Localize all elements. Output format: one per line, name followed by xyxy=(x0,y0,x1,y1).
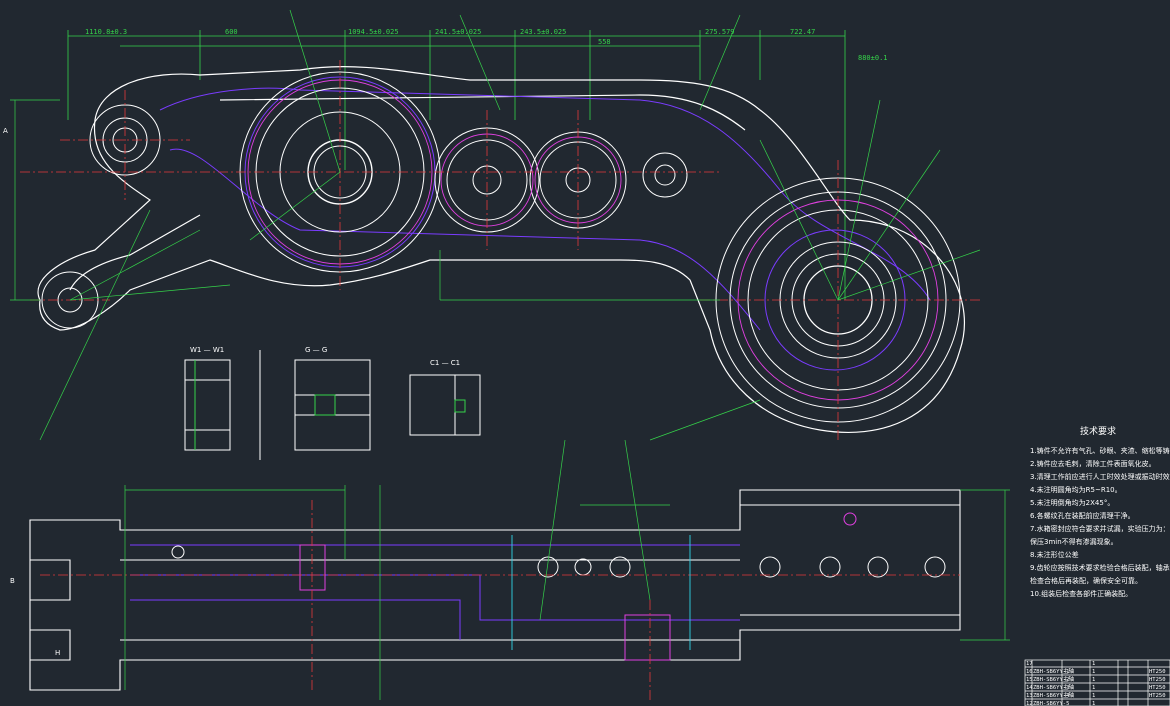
notes-title: 技术要求 xyxy=(1080,425,1116,437)
parts-list-cell: 1 xyxy=(1092,701,1095,706)
parts-list-cell: 主轴 xyxy=(1063,675,1075,683)
note-item: 6.各螺纹孔在装配前应清理干净。 xyxy=(1030,511,1135,520)
parts-list-cell: 12 xyxy=(1026,701,1033,706)
parts-list-cell: 14 xyxy=(1026,685,1033,691)
parts-list-cell: HT250 xyxy=(1149,677,1166,683)
side-view-dimensions xyxy=(124,439,1010,700)
note-item: 5.未注明倒角均为2X45°。 xyxy=(1030,498,1114,507)
dim-text: 880±0.1 xyxy=(858,54,888,62)
housing-top-view xyxy=(37,66,965,433)
leader-lines xyxy=(10,9,981,441)
side-view-holes xyxy=(171,512,946,578)
detail-view-c xyxy=(409,374,481,436)
detail-view-g xyxy=(259,350,371,460)
parts-list-cell: ZBH-SB6YY-3 xyxy=(1033,685,1069,691)
center-lines xyxy=(20,60,980,440)
parts-list-cell: 1 xyxy=(1092,661,1095,667)
note-item: 10.组装后检查各部件正确装配。 xyxy=(1030,589,1132,598)
note-item: 3.清理工作前应进行人工时效处理或振动时效消除应力。 xyxy=(1030,472,1170,481)
section-marker-h: H xyxy=(55,649,60,657)
parts-list-cell: 1 xyxy=(1092,677,1095,683)
note-item: 9.齿轮应按照技术要求检验合格后装配，轴承等24套配合须 xyxy=(1030,563,1170,572)
section-label-w1: W1 — W1 xyxy=(190,346,224,354)
dim-text: 1110.8±0.3 xyxy=(85,28,127,36)
section-label-c: C1 — C1 xyxy=(430,359,460,367)
detail-view-w1 xyxy=(184,359,231,451)
note-item: 1.铸件不允许有气孔、砂眼、夹渣、缩松等铸造缺陷。 xyxy=(1030,446,1170,455)
housing-side-view xyxy=(29,489,961,691)
parts-list-cell: 17 xyxy=(1026,661,1033,667)
dim-text: 600 xyxy=(225,28,238,36)
dim-text: 1094.5±0.025 xyxy=(348,28,399,36)
note-item: 检查合格后再装配，确保安全可靠。 xyxy=(1030,576,1142,585)
note-item: 2.铸件应去毛刺，清除工件表面氧化皮。 xyxy=(1030,459,1156,468)
top-dimension-texts: 1110.8±0.3 600 1094.5±0.025 241.5±0.025 … xyxy=(85,28,888,62)
parts-list-cell: ZBH-SB6YY-4 xyxy=(1033,693,1070,699)
parts-list-cell: 主轴 xyxy=(1063,691,1075,699)
parts-list-cell: 1 xyxy=(1092,693,1095,699)
parts-list-cell: 主轴 xyxy=(1063,683,1075,691)
parts-list-cell: HT250 xyxy=(1149,693,1166,699)
parts-list-cell: 15 xyxy=(1026,677,1033,683)
note-item: 8.未注形位公差 xyxy=(1030,550,1079,559)
dim-text: 275.579 xyxy=(705,28,735,36)
note-item: 保压3min不得有渗漏现象。 xyxy=(1030,537,1118,546)
parts-list-cell: 13 xyxy=(1026,693,1033,699)
side-view-gear-sections xyxy=(299,544,671,661)
side-view-cyan-lines xyxy=(511,535,691,650)
parts-list-cell: 主轴 xyxy=(1063,667,1075,675)
parts-list-cell: ZBH-SB6YY-2 xyxy=(1033,677,1069,683)
dim-text: 243.5±0.025 xyxy=(520,28,566,36)
section-label-g: G — G xyxy=(305,346,327,354)
side-view-center-lines xyxy=(40,500,960,700)
parts-list-cell: 16 xyxy=(1026,669,1033,675)
note-item: 7.水箱密封应符合要求并试漏，实验压力为：8MPa， xyxy=(1030,524,1170,533)
dim-text: 241.5±0.025 xyxy=(435,28,481,36)
dim-text: 722.47 xyxy=(790,28,815,36)
parts-list-cell: HT250 xyxy=(1149,685,1166,691)
hidden-lines xyxy=(159,76,931,371)
parts-list-cell: 1 xyxy=(1092,669,1095,675)
gear-mid-1 xyxy=(434,127,540,233)
gear-small-right xyxy=(642,152,688,198)
section-marker-b: B xyxy=(10,577,15,585)
parts-list-table xyxy=(1024,659,1170,706)
parts-list-cell: 1 xyxy=(1092,685,1095,691)
note-item: 4.未注明圆角均为R5~R10。 xyxy=(1030,485,1122,494)
parts-list-cell: HT250 xyxy=(1149,669,1166,675)
technical-notes: 技术要求 1.铸件不允许有气孔、砂眼、夹渣、缩松等铸造缺陷。 2.铸件应去毛刺，… xyxy=(1030,425,1170,598)
dim-text: 558 xyxy=(598,38,611,46)
bolt-circles xyxy=(247,79,939,401)
section-markers: A H B xyxy=(3,127,60,657)
parts-list-cell: ZBH-SB6YY-1 xyxy=(1033,669,1069,675)
section-marker-a: A xyxy=(3,127,8,135)
parts-list-cell: ZBH-SB6YY-5 xyxy=(1033,701,1069,706)
